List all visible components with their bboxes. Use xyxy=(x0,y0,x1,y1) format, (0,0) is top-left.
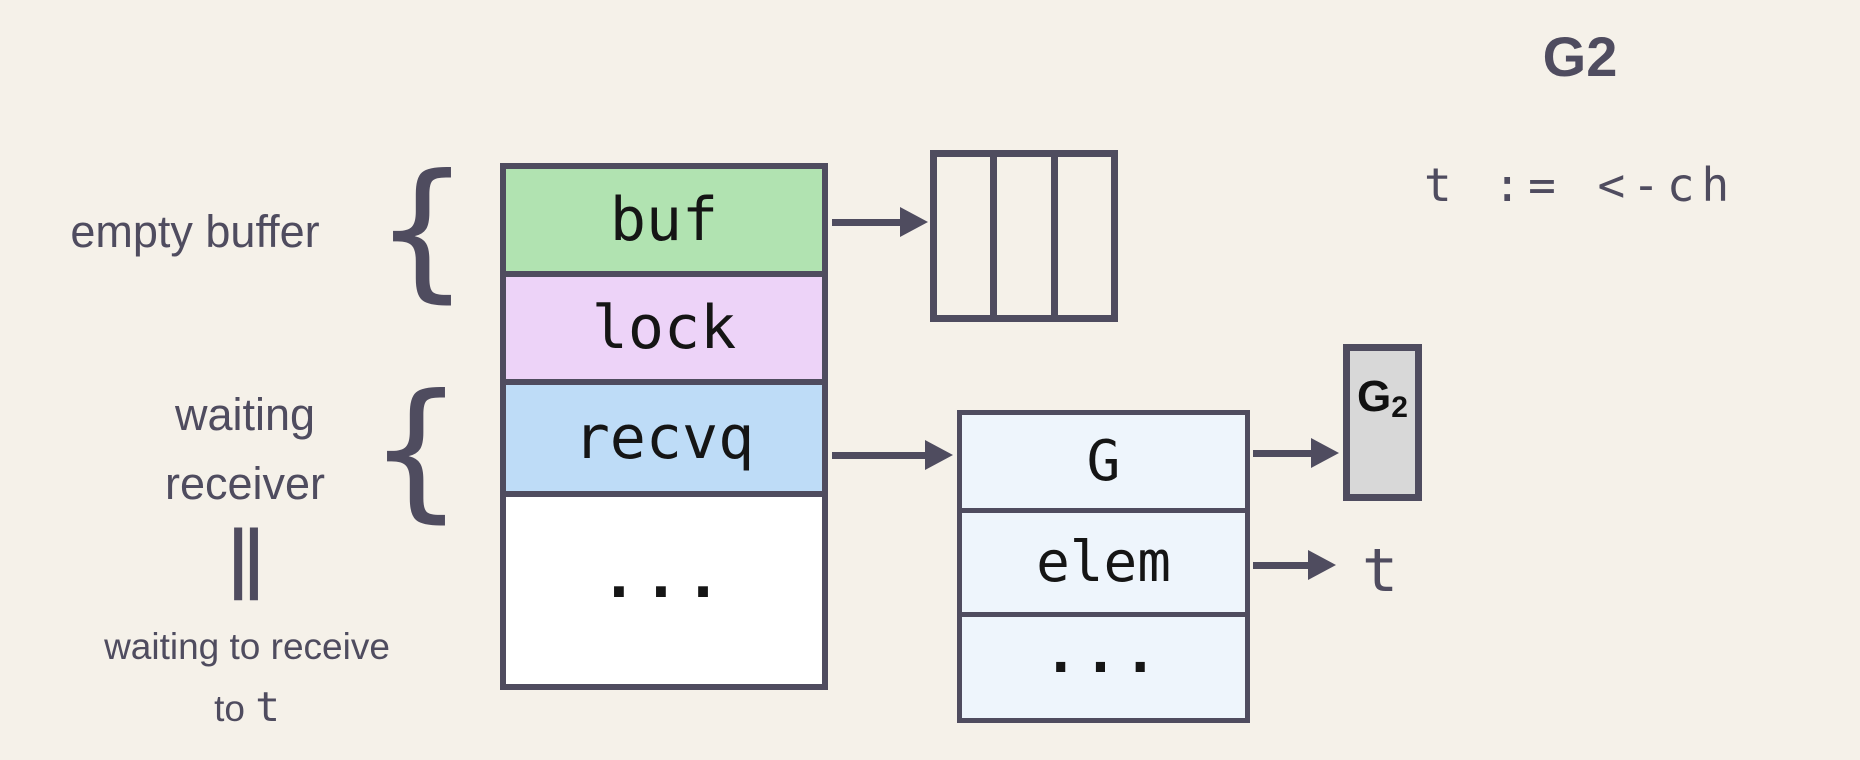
waiting-receiver-line2: receiver xyxy=(164,458,326,509)
hchan-field-lock-label: lock xyxy=(591,293,737,363)
sudog-struct: G elem ... xyxy=(957,410,1250,723)
waiting-receiver-brace: { xyxy=(368,363,464,537)
arrow-head-icon xyxy=(1311,438,1339,468)
arrow-head-icon xyxy=(900,207,928,237)
waiting-receiver-line1: waiting xyxy=(174,389,316,440)
sudog-field-rest-label: ... xyxy=(1043,621,1164,686)
sudog-field-elem-label: elem xyxy=(1036,530,1171,595)
goroutine-label-base: G xyxy=(1357,372,1392,421)
hchan-field-recvq: recvq xyxy=(506,385,822,497)
arrow-shaft xyxy=(1253,561,1314,569)
sudog-field-elem: elem xyxy=(962,513,1245,617)
goroutine-g2-box-label: G2 xyxy=(1357,372,1408,425)
arrow-shaft xyxy=(832,451,931,459)
elem-target-t: t xyxy=(1362,536,1399,606)
note-line2-variable: t xyxy=(255,683,280,731)
sudog-field-g-label: G xyxy=(1086,429,1121,494)
hchan-field-lock: lock xyxy=(506,277,822,385)
hchan-field-rest: ... xyxy=(506,497,822,684)
goroutine-label-subscript: 2 xyxy=(1391,391,1408,424)
note-line1: waiting to receive xyxy=(104,626,390,667)
hchan-field-rest-label: ... xyxy=(600,541,728,612)
waiting-receiver-label: waiting receiver xyxy=(60,380,430,518)
note-line2-prefix: to xyxy=(214,688,256,729)
arrow-shaft xyxy=(832,218,906,226)
sudog-field-g: G xyxy=(962,415,1245,513)
empty-buffer-brace: { xyxy=(374,143,470,317)
hchan-field-recvq-label: recvq xyxy=(573,403,755,473)
buffer-cell xyxy=(1058,157,1111,315)
buffer-cell xyxy=(937,157,998,315)
note-line2: to t xyxy=(52,677,442,739)
arrow-shaft xyxy=(1253,449,1317,457)
hchan-field-buf-label: buf xyxy=(609,185,719,255)
goroutine-g2-heading: G2 xyxy=(1542,25,1618,88)
buffer-array xyxy=(930,150,1118,322)
hchan-struct: buf lock recvq ... xyxy=(500,163,828,690)
arrow-head-icon xyxy=(925,440,953,470)
empty-buffer-label: empty buffer xyxy=(70,206,320,257)
waiting-to-receive-note: waiting to receive to t xyxy=(52,616,442,739)
equivalence-symbol: ‖ xyxy=(225,510,267,622)
buffer-cell xyxy=(997,157,1058,315)
sudog-field-rest: ... xyxy=(962,617,1245,718)
hchan-field-buf: buf xyxy=(506,169,822,277)
receive-code: t := <-ch xyxy=(1424,158,1737,212)
arrow-head-icon xyxy=(1308,550,1336,580)
goroutine-g2-box: G2 xyxy=(1343,344,1422,501)
